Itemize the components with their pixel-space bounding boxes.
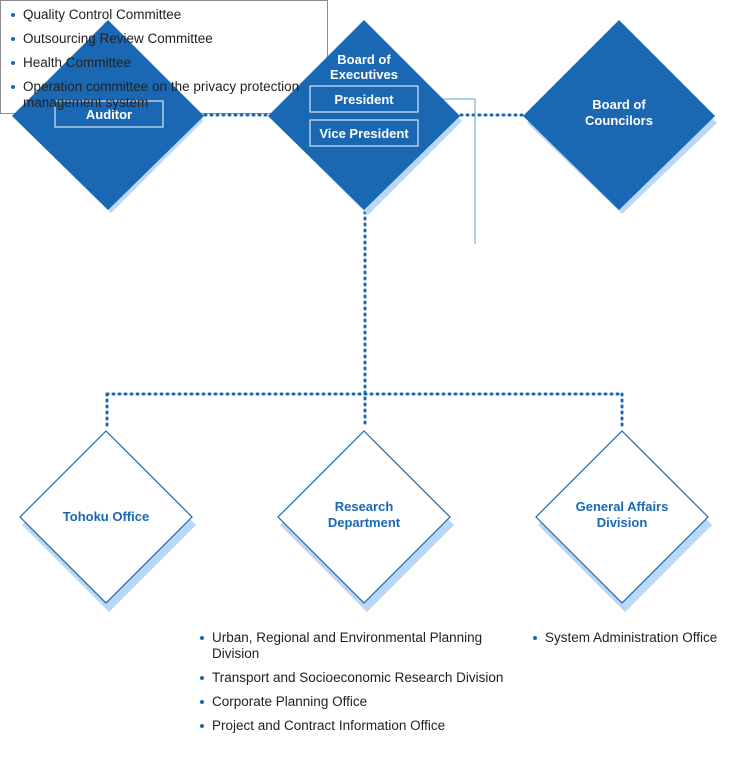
committee-item: Quality Control Committee xyxy=(11,7,319,23)
general-affairs-office-item: System Administration Office xyxy=(533,630,743,646)
committee-item: Health Committee xyxy=(11,55,319,71)
executives-title-line2: Executives xyxy=(330,67,398,82)
connectors xyxy=(105,113,624,432)
councilors-label-line2: Councilors xyxy=(585,113,653,128)
tohoku-label: Tohoku Office xyxy=(63,509,149,524)
committees-list: Quality Control Committee Outsourcing Re… xyxy=(11,7,319,111)
research-division-item: Transport and Socioeconomic Research Div… xyxy=(200,670,520,686)
auditor-box xyxy=(54,100,164,128)
auditor-diamond xyxy=(12,20,204,210)
committee-item: Operation committee on the privacy prote… xyxy=(11,79,319,111)
executives-diamond xyxy=(268,20,460,210)
general-affairs-diamond xyxy=(535,430,709,604)
research-label-line1: Research xyxy=(335,499,394,514)
committees-box: Quality Control Committee Outsourcing Re… xyxy=(0,0,328,114)
general-affairs-node: General Affairs Division xyxy=(535,430,712,612)
councilors-label-line1: Board of xyxy=(592,97,646,112)
president-label: President xyxy=(334,92,394,107)
vice-president-box xyxy=(309,119,419,147)
councilors-diamond xyxy=(523,20,715,210)
auditor-node: Auditor xyxy=(12,20,204,213)
research-divisions-list: Urban, Regional and Environmental Planni… xyxy=(200,630,520,742)
auditor-label: Auditor xyxy=(86,107,132,122)
president-box xyxy=(309,85,419,113)
research-division-item: Urban, Regional and Environmental Planni… xyxy=(200,630,520,662)
research-division-item: Corporate Planning Office xyxy=(200,694,520,710)
research-diamond xyxy=(277,430,451,604)
research-department-node: Research Department xyxy=(277,430,454,612)
executives-title-line1: Board of xyxy=(337,52,391,67)
committee-item: Outsourcing Review Committee xyxy=(11,31,319,47)
research-division-item: Project and Contract Information Office xyxy=(200,718,520,734)
vice-president-label: Vice President xyxy=(319,126,409,141)
tohoku-diamond xyxy=(19,430,193,604)
general-affairs-offices-list: System Administration Office xyxy=(533,630,743,654)
general-affairs-label-line1: General Affairs xyxy=(576,499,669,514)
tohoku-office-node: Tohoku Office xyxy=(19,430,196,612)
board-of-executives-node: Board of Executives President Vice Presi… xyxy=(268,20,462,215)
board-of-councilors-node: Board of Councilors xyxy=(523,20,717,214)
general-affairs-label-line2: Division xyxy=(597,515,648,530)
research-label-line2: Department xyxy=(328,515,401,530)
